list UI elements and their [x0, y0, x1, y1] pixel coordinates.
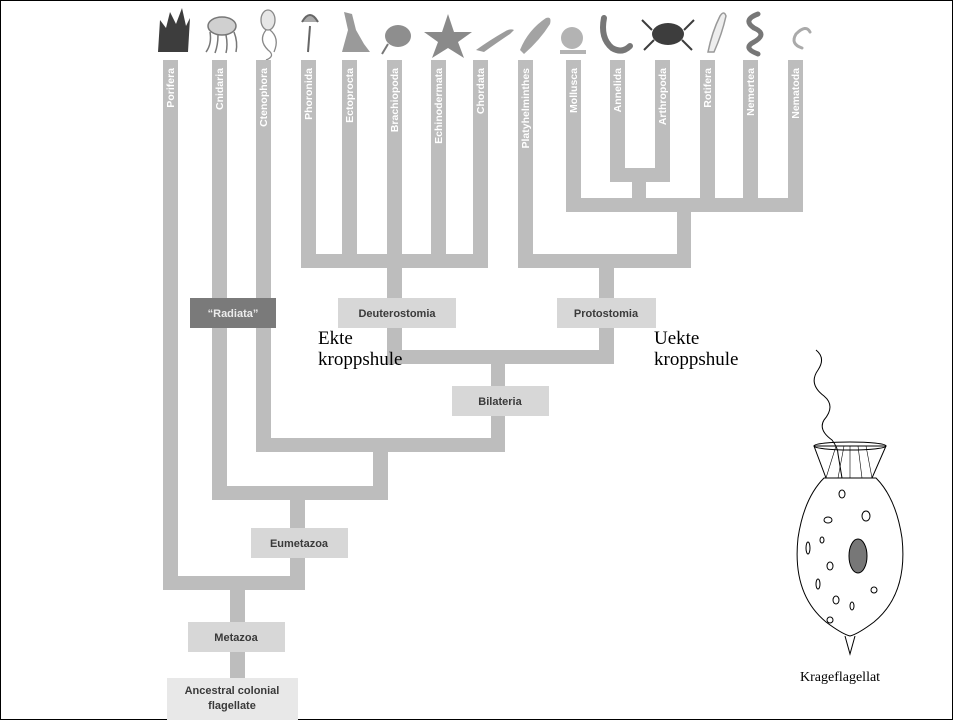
taxon-label-chordata: Chordata [475, 68, 487, 114]
clade-eumetazoa: Eumetazoa [251, 528, 348, 558]
flatworm-icon [520, 17, 551, 55]
nemertean-icon [746, 11, 764, 57]
annotation-ekte-kroppshule: Ekte kroppshule [318, 328, 403, 370]
taxon-label-cnidaria: Cnidaria [214, 68, 226, 110]
taxon-label-platyhelminthes: Platyhelminthes [520, 68, 532, 149]
clade-deuterostomia-label: Deuterostomia [358, 308, 436, 320]
ancestral-label-line2: flagellate [208, 700, 256, 712]
clade-protostomia: Protostomia [557, 298, 656, 328]
cell-body [796, 477, 904, 637]
clade-radiata: “Radiata” [190, 298, 276, 328]
krageflagellat-label: Krageflagellat [800, 670, 881, 685]
tree-branches [163, 60, 803, 686]
taxon-label-echinodermata: Echinodermata [433, 68, 445, 144]
clade-bilateria: Bilateria [452, 386, 549, 416]
flagellum [813, 349, 843, 479]
taxon-label-mollusca: Mollusca [568, 68, 580, 113]
clade-metazoa: Metazoa [188, 622, 285, 652]
snail-icon [560, 27, 586, 54]
taxon-label-porifera: Porifera [165, 68, 177, 108]
phoronid-icon [301, 14, 319, 53]
clade-deuterostomia: Deuterostomia [338, 298, 456, 328]
taxon-label-ectoprocta: Ectoprocta [344, 68, 356, 123]
rotifer-icon [707, 12, 727, 53]
taxon-label-phoronida: Phoronida [303, 68, 315, 120]
nematode-icon [792, 27, 812, 50]
taxon-label-brachiopoda: Brachiopoda [389, 68, 401, 132]
taxon-label-annelida: Annelida [612, 68, 624, 112]
annelid-icon [600, 15, 633, 54]
salamander-icon [476, 29, 514, 52]
nucleus [848, 538, 868, 574]
taxon-label-nemertea: Nemertea [745, 68, 757, 116]
taxon-label-rotifera: Rotifera [702, 68, 714, 108]
choanoflagellate-drawing [796, 349, 904, 656]
clade-metazoa-label: Metazoa [214, 632, 258, 644]
jellyfish-icon [205, 16, 238, 54]
clade-ancestral: Ancestral colonial flagellate [167, 678, 298, 720]
brachiopod-icon [381, 25, 411, 55]
clade-bilateria-label: Bilateria [478, 396, 522, 408]
crab-icon [641, 19, 695, 51]
annotation-uekte-kroppshule: Uekte kroppshule [654, 328, 739, 370]
starfish-icon [424, 14, 472, 58]
clade-radiata-label: “Radiata” [208, 308, 259, 320]
comb-jelly-icon [260, 9, 277, 61]
taxon-label-arthropoda: Arthropoda [657, 68, 669, 125]
sponge-icon [158, 8, 190, 52]
clade-protostomia-label: Protostomia [574, 308, 639, 320]
ectoproct-icon [342, 12, 370, 52]
clade-eumetazoa-label: Eumetazoa [270, 538, 329, 550]
taxon-label-nematoda: Nematoda [790, 68, 802, 119]
taxon-labels: Porifera Cnidaria Ctenophora Phoronida Ectop… [165, 68, 802, 149]
ancestral-label-line1: Ancestral colonial [185, 685, 280, 697]
taxon-label-ctenophora: Ctenophora [258, 68, 270, 127]
animal-icons-row [158, 8, 812, 61]
